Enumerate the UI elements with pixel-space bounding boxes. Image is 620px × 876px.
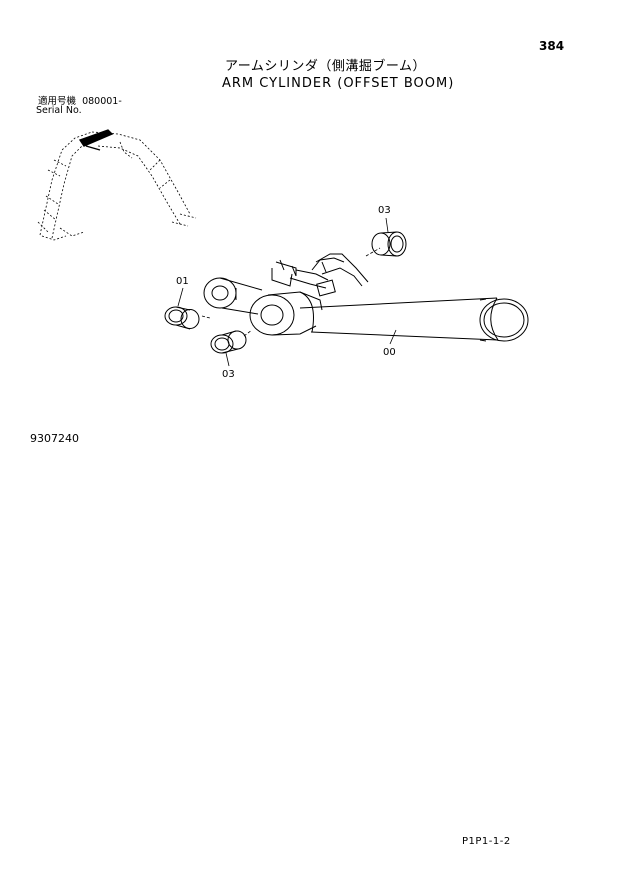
serial-label-japanese: 適用号機 080001- — [38, 97, 122, 107]
cylinder-head-boss — [249, 291, 323, 336]
drawing-code: 9307240 — [30, 432, 79, 445]
page-title-english: ARM CYLINDER (OFFSET BOOM) — [222, 76, 455, 91]
callout-leader-lines — [177, 217, 397, 367]
serial-number-value: 080001- — [82, 96, 122, 107]
hydraulic-pipe-fitting — [271, 253, 369, 297]
bushing-part-03-upper — [371, 231, 407, 257]
cylinder-tube — [299, 297, 529, 342]
bushing-part-01 — [164, 306, 200, 330]
rear-clevis-boss — [203, 277, 263, 315]
serial-label-english: Serial No. — [36, 105, 82, 116]
callout-03-lower: 03 — [222, 369, 235, 380]
footer-code: P1P1-1-2 — [462, 836, 511, 847]
callout-03-upper: 03 — [378, 205, 391, 216]
bushing-part-03-lower — [210, 330, 247, 354]
serial-label-jp-text: 適用号機 — [38, 96, 77, 107]
highlighted-arm-cylinder-thumbnail — [78, 129, 114, 151]
excavator-thumbnail-sketch — [37, 131, 197, 241]
callout-00: 00 — [383, 347, 396, 358]
page-number: 384 — [539, 39, 565, 53]
page-title-japanese: アームシリンダ（側溝掘ブーム） — [225, 59, 426, 74]
callout-01: 01 — [176, 276, 189, 287]
